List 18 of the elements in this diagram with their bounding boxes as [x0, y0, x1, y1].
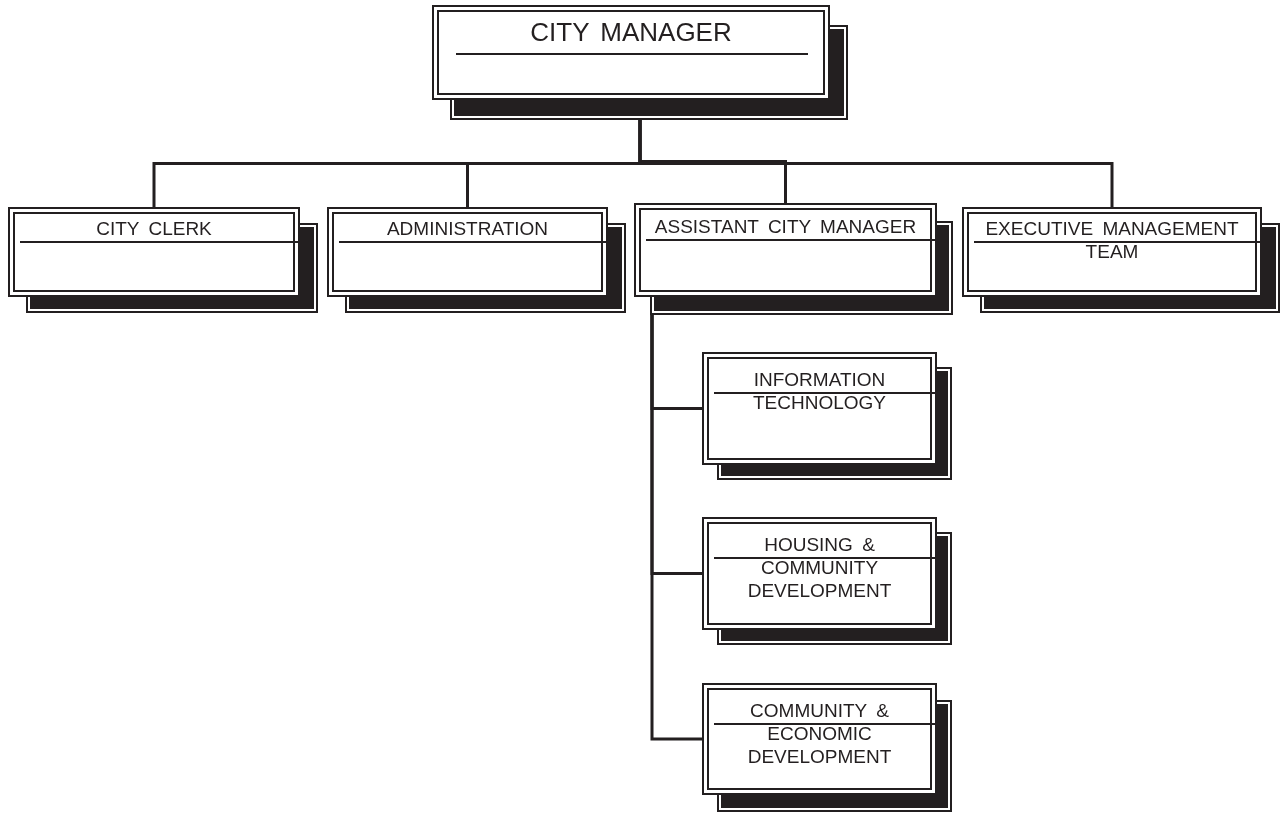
box-title: ASSISTANT CITY MANAGER — [653, 215, 918, 238]
box-title: ADMINISTRATION — [385, 217, 550, 240]
box-title: CITY CLERK — [95, 217, 213, 240]
box-title: CITY MANAGER — [529, 17, 733, 47]
org-box — [8, 207, 318, 313]
org-box — [702, 683, 952, 812]
org-box — [432, 5, 848, 120]
connector-line — [650, 315, 702, 741]
org-box — [702, 352, 952, 480]
org-box — [327, 207, 626, 313]
box-title: EXECUTIVE MANAGEMENT TEAM — [984, 217, 1240, 263]
org-box — [962, 207, 1280, 313]
org-box — [634, 203, 953, 315]
box-title: HOUSING & COMMUNITY DEVELOPMENT — [746, 533, 893, 602]
box-title: COMMUNITY & ECONOMIC DEVELOPMENT — [746, 699, 893, 768]
connector-line — [638, 120, 1114, 207]
org-box — [702, 517, 952, 645]
box-title: INFORMATION TECHNOLOGY — [752, 368, 887, 414]
